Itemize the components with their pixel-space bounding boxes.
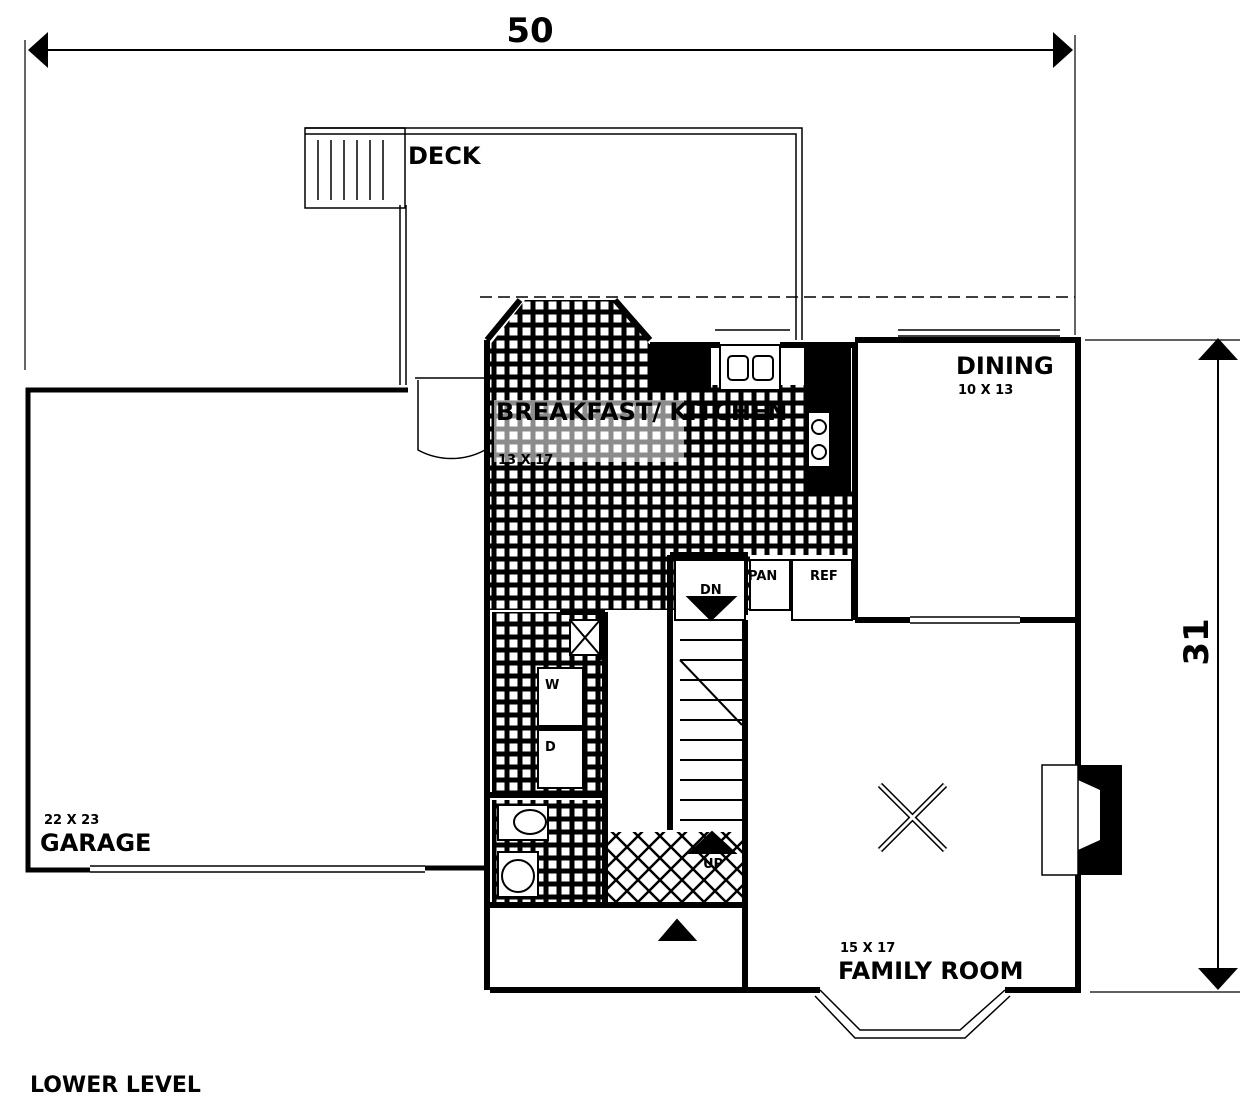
garage xyxy=(25,377,490,873)
depth-dimension: 31 xyxy=(1085,338,1240,993)
room-label-deck: DECK xyxy=(408,142,482,170)
washer xyxy=(537,667,584,727)
deck xyxy=(304,127,1075,385)
ceiling-fan-icon xyxy=(877,782,948,853)
dryer xyxy=(537,729,584,789)
room-size-kitchen: 13 X 17 xyxy=(498,453,553,468)
kitchen-counters xyxy=(497,344,853,898)
down-arrow-icon xyxy=(685,596,738,622)
width-dimension: 50 xyxy=(24,11,1076,370)
fireplace xyxy=(1041,764,1122,876)
room-size-dining: 10 X 13 xyxy=(958,383,1013,398)
refrigerator-label: REF xyxy=(810,569,838,584)
washer-label: W xyxy=(545,678,559,693)
stairs xyxy=(657,559,746,941)
room-label-dining: DINING xyxy=(956,352,1054,380)
room-label-kitchen: BREAKFAST/ KITCHEN xyxy=(496,398,787,426)
up-arrow-icon xyxy=(687,830,738,854)
room-label-garage: GARAGE xyxy=(40,829,151,857)
stairs-down-label: DN xyxy=(700,583,722,598)
plan-title: LOWER LEVEL xyxy=(30,1073,201,1098)
stairs-up-label: UP xyxy=(703,857,723,872)
entry-arrow-icon xyxy=(657,918,698,941)
room-size-family: 15 X 17 xyxy=(840,941,895,956)
dryer-label: D xyxy=(545,740,556,755)
depth-label: 31 xyxy=(1177,618,1217,665)
room-label-family: FAMILY ROOM xyxy=(838,957,1023,985)
room-size-garage: 22 X 23 xyxy=(44,813,99,828)
windows xyxy=(715,329,1060,1039)
width-label: 50 xyxy=(506,11,553,51)
pantry xyxy=(749,559,791,611)
pantry-label: PAN xyxy=(748,569,777,584)
refrigerator xyxy=(791,559,853,621)
